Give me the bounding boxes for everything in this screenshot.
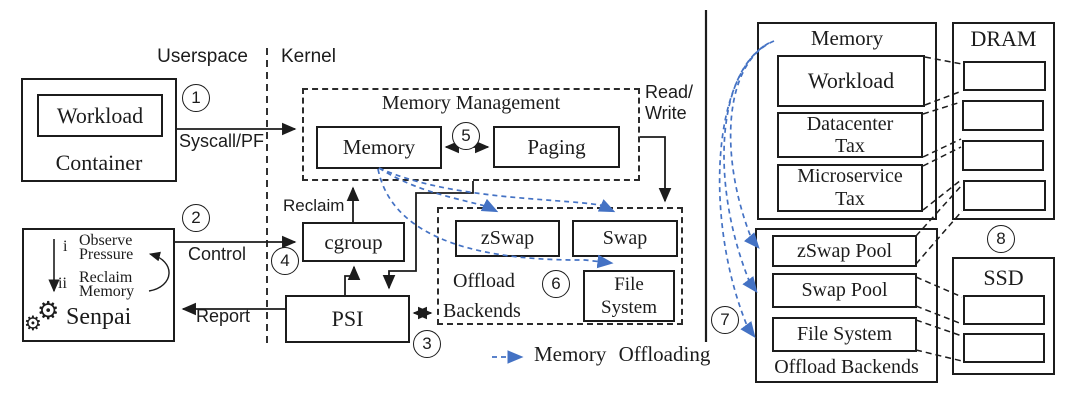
ssd-title: SSD — [983, 265, 1024, 290]
workload-box: Workload — [37, 94, 163, 137]
workload-label: Workload — [56, 102, 144, 128]
file-system-label-line2: System — [601, 297, 657, 318]
zswap-pool-label: zSwap Pool — [797, 239, 892, 262]
swap-pool-box: Swap Pool — [772, 273, 917, 308]
dram-slot — [962, 100, 1044, 131]
zswap-pool-box: zSwap Pool — [772, 235, 917, 267]
file-system-pool-label: File System — [796, 323, 892, 345]
memory-management-title: Memory Management — [381, 92, 561, 114]
ssd-slot — [963, 333, 1045, 363]
swap-box: Swap — [572, 220, 678, 257]
container-box: Container — [21, 78, 177, 182]
kernel-label: Kernel — [281, 46, 336, 67]
swap-pool-label: Swap Pool — [801, 279, 888, 301]
syscall-pf-label: Syscall/PF — [179, 131, 265, 151]
cgroup-label: cgroup — [324, 229, 383, 254]
psi-label: PSI — [331, 306, 364, 331]
psi-box: PSI — [285, 295, 410, 343]
senpai-box — [22, 228, 175, 342]
workload-region-box: Workload — [777, 55, 925, 107]
step-1-badge: 1 — [182, 84, 210, 112]
microservice-tax-box: Microservice Tax — [777, 164, 923, 212]
gears-icon: ⚙ — [37, 296, 60, 325]
memory-breakdown-title: Memory — [810, 26, 884, 50]
offload-label-line2: Backends — [443, 300, 521, 322]
memory-label: Memory — [342, 135, 416, 159]
dram-slot — [962, 140, 1044, 171]
swap-label: Swap — [602, 227, 648, 249]
report-label: Report — [196, 306, 251, 326]
step-8-badge: 8 — [987, 225, 1015, 253]
workload-region-label: Workload — [807, 68, 895, 93]
step-3-badge: 3 — [413, 330, 441, 358]
dram-slot — [963, 180, 1046, 211]
datacenter-tax-box: Datacenter Tax — [777, 112, 923, 158]
gears-icon-small: ⚙ — [24, 311, 42, 335]
step-4-badge: 4 — [271, 247, 299, 275]
reclaim-label: Reclaim — [283, 196, 345, 215]
step-6-badge: 6 — [542, 270, 570, 298]
dram-box: DRAM — [952, 22, 1055, 220]
read-write-arrow — [640, 136, 672, 203]
offload-backends-right-title: Offload Backends — [774, 356, 919, 378]
ssd-slot — [963, 295, 1045, 325]
zswap-box: zSwap — [455, 220, 560, 257]
ssd-box: SSD — [952, 257, 1055, 375]
dram-slot — [963, 61, 1046, 91]
senpai-step-ii: ii — [58, 275, 67, 292]
file-system-pool-box: File System — [772, 317, 917, 352]
step-7-badge: 7 — [711, 306, 739, 334]
userspace-label: Userspace — [157, 46, 248, 67]
step-5-badge: 5 — [452, 122, 480, 150]
memory-box: Memory — [316, 126, 442, 169]
file-system-label-line1: File — [614, 274, 644, 295]
dram-title: DRAM — [970, 26, 1037, 51]
legend-memory-offloading-label: Memory Offloading — [534, 342, 711, 366]
step-2-badge: 2 — [182, 204, 210, 232]
file-system-box: File System — [583, 270, 675, 322]
cgroup-box: cgroup — [302, 222, 405, 262]
control-label: Control — [188, 244, 247, 264]
paging-label: Paging — [527, 134, 586, 159]
zswap-label: zSwap — [480, 227, 535, 249]
senpai-step-i: i — [63, 238, 68, 255]
read-write-label: Read/Write — [645, 82, 694, 123]
psi-to-cgroup-arrow — [344, 265, 361, 295]
container-label: Container — [55, 150, 143, 175]
paging-box: Paging — [493, 126, 620, 168]
senpai-title: Senpai — [66, 304, 132, 330]
